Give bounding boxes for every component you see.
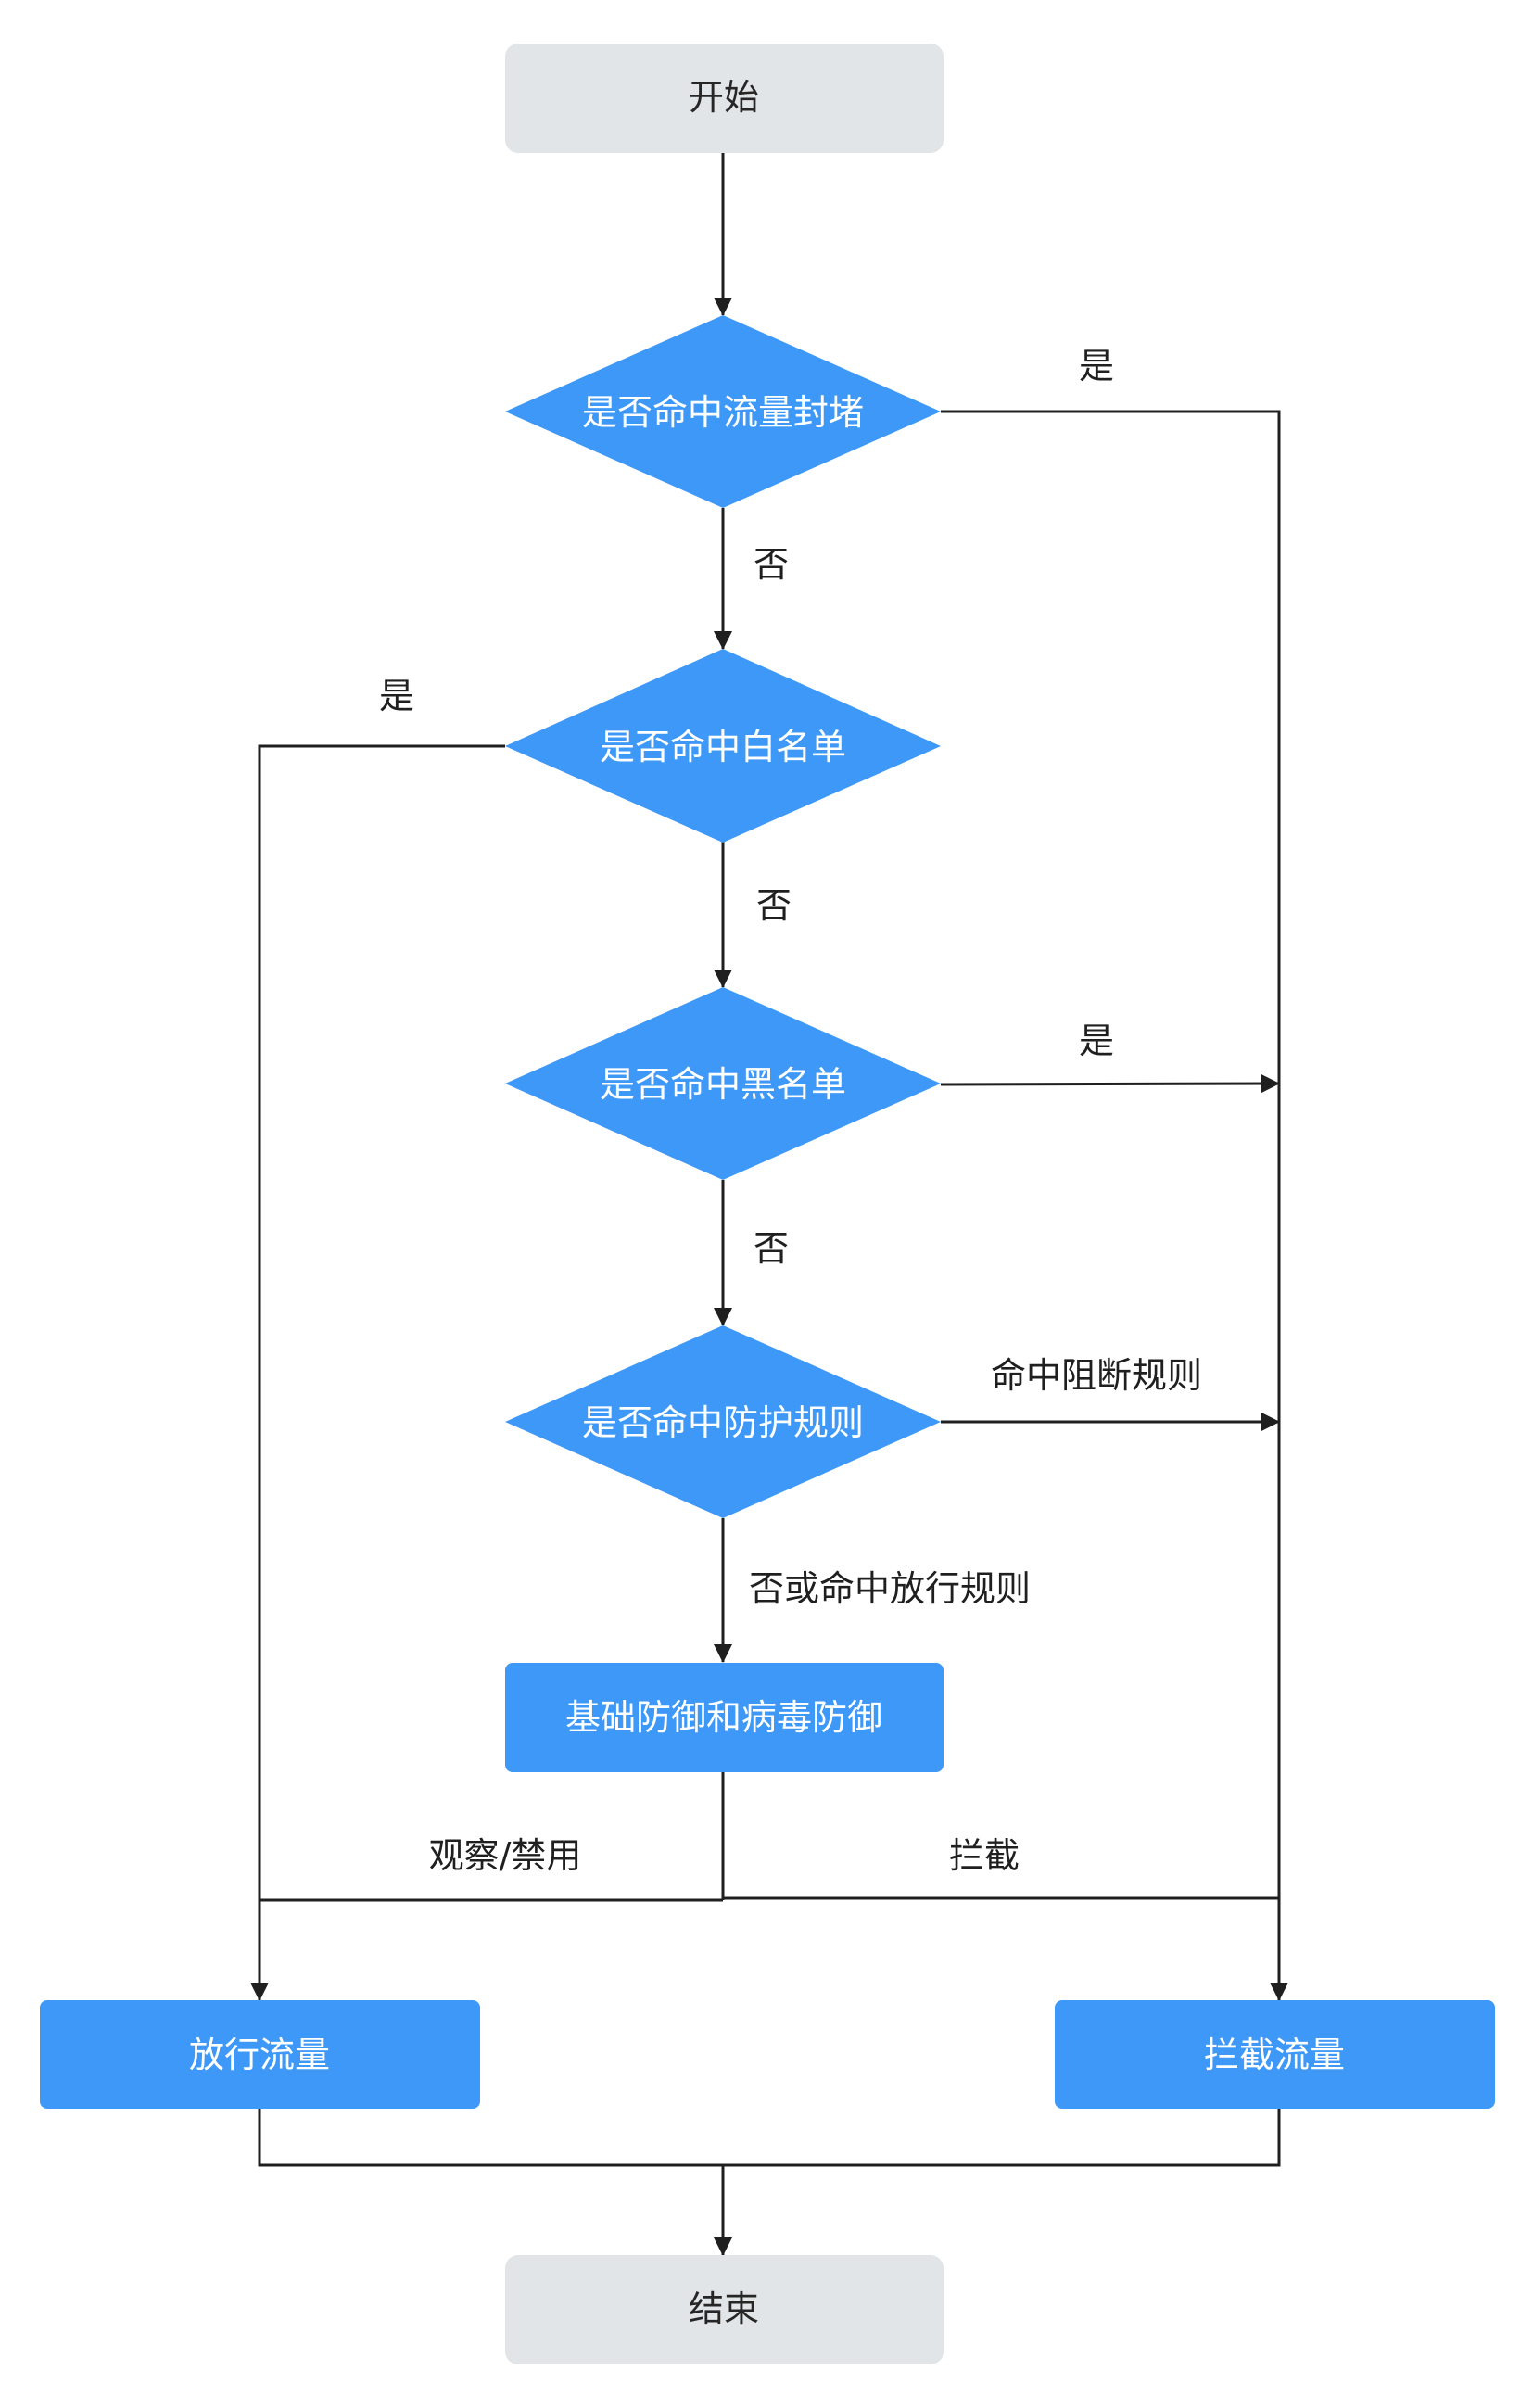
label-defense-intercept: 拦截 <box>949 1835 1020 1876</box>
label-traffic-yes: 是 <box>1079 346 1114 387</box>
blacklist-label: 是否命中黑名单 <box>600 1064 846 1105</box>
label-blacklist-no: 否 <box>754 1228 789 1269</box>
end-label: 结束 <box>689 2288 759 2329</box>
basic-defense-process: 基础防御和病毒防御 <box>505 1663 944 1772</box>
block-traffic-label: 拦截流量 <box>1204 2034 1345 2075</box>
edge-allow-to-merge <box>258 2106 1281 2167</box>
start-label: 开始 <box>689 77 759 118</box>
traffic-block-label: 是否命中流量封堵 <box>582 392 864 433</box>
protection-rule-decision: 是否命中防护规则 <box>505 1325 941 1518</box>
traffic-block-decision: 是否命中流量封堵 <box>505 315 941 508</box>
block-traffic-process: 拦截流量 <box>1055 2000 1495 2109</box>
basic-defense-label: 基础防御和病毒防御 <box>565 1697 882 1738</box>
whitelist-label: 是否命中白名单 <box>600 727 846 767</box>
label-blacklist-yes: 是 <box>1079 1020 1114 1061</box>
edge-whitelist-yes <box>250 744 505 2001</box>
protection-rule-label: 是否命中防护规则 <box>582 1402 864 1443</box>
label-traffic-no: 否 <box>754 544 789 585</box>
edges <box>250 152 1288 2256</box>
whitelist-decision: 是否命中白名单 <box>505 649 941 843</box>
allow-traffic-label: 放行流量 <box>189 2034 330 2075</box>
edge-labels: 是 否 是 否 是 否 命中阻断规则 否或命中放行规则 观察/禁用 拦截 <box>379 346 1202 1876</box>
label-whitelist-yes: 是 <box>379 676 414 716</box>
end-node: 结束 <box>505 2255 944 2364</box>
label-whitelist-no: 否 <box>756 885 792 926</box>
label-protection-block: 命中阻断规则 <box>991 1355 1202 1396</box>
start-node: 开始 <box>505 44 944 153</box>
label-protection-pass: 否或命中放行规则 <box>749 1568 1031 1609</box>
blacklist-decision: 是否命中黑名单 <box>505 987 941 1180</box>
label-defense-observe: 观察/禁用 <box>429 1835 582 1876</box>
edge-traffic-yes <box>941 410 1288 2001</box>
allow-traffic-process: 放行流量 <box>40 2000 480 2109</box>
